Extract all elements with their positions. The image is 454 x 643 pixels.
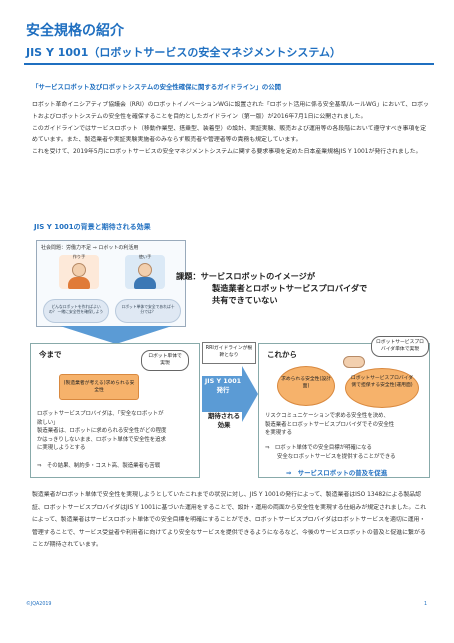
before-line: ロボットサービスプロバイダは、「安全なロボットが — [37, 411, 164, 417]
section-heading: JIS Y 1001の背景と期待される効果 — [34, 223, 151, 231]
after-result-line: ⇒ ロボット単体での安全目標が明確になる — [265, 445, 372, 451]
maker-label: 作り手 — [72, 254, 86, 259]
issue-line: 製造業者とロボットサービスプロバイダで — [212, 283, 368, 293]
user-face-icon — [138, 263, 152, 277]
title-divider — [24, 63, 434, 65]
after-box: これから ロボットサービスプロバイダ単体で実現 求められる安全性(設計面) ロボ… — [258, 336, 430, 478]
expected-line: 効果 — [217, 421, 231, 429]
after-title: これから — [267, 350, 297, 359]
after-description: リスクコミュニケーションで求める安全性を決め、 製造業者とロボットサービスプロバ… — [265, 412, 427, 438]
before-title: 今まで — [39, 350, 62, 359]
jis-issued-line: 発行 — [216, 386, 230, 394]
intro-text: ロボット革命イニシアティブ協議会（RRI）のロボットイノベーションWGに設置され… — [32, 100, 430, 159]
before-description: ロボットサービスプロバイダは、「安全なロボットが 欲しい」 製造業者は、ロボット… — [37, 410, 197, 453]
after-result-line: 安全なロボットサービスを提供することができる — [277, 453, 396, 460]
down-arrow-icon — [60, 326, 172, 344]
page-subtitle: JIS Y 1001（ロボットサービスの安全マネジメントシステム） — [26, 46, 342, 59]
user-figure: 使い手 — [125, 254, 165, 289]
footer-copyright: ©JQA2019 — [26, 602, 52, 607]
expected-effect-label: 期待される 効果 — [204, 412, 244, 430]
issue-line: 共有できていない — [212, 295, 278, 305]
user-thought-bubble: ロボット単体で安全であれば十分では？ — [115, 299, 181, 323]
after-result: ⇒ ロボット単体での安全目標が明確になる 安全なロボットサービスを提供することが… — [265, 444, 427, 461]
user-body-icon — [134, 277, 156, 289]
intro-paragraph: このガイドラインではサービスロボット（移動作業型、搭乗型、装着型）の設計、実証実… — [32, 125, 427, 144]
right-arrow-icon — [242, 366, 258, 422]
maker-figure: 作り手 — [59, 254, 99, 289]
after-bubble: ロボットサービスプロバイダ単体で実現 — [371, 336, 429, 357]
handshake-icon — [343, 356, 365, 368]
after-line: を実現する — [265, 430, 292, 437]
expected-line: 期待される — [208, 412, 240, 420]
maker-face-icon — [72, 263, 86, 277]
before-safety-box: (製造業者が考える)求められる安全性 — [59, 374, 139, 400]
page-number: 1 — [424, 602, 428, 607]
before-line: に実現しようとする — [37, 445, 86, 452]
page-title: 安全規格の紹介 — [26, 23, 124, 39]
jis-issued-label: JIS Y 1001 発行 — [204, 377, 242, 395]
before-line: かはっきりしないまま、ロボット単体で安全性を追求 — [37, 436, 166, 443]
before-line: 欲しい」 — [37, 419, 59, 426]
issue-statement: 課題：サービスロボットのイメージが 製造業者とロボットサービスプロバイダで 共有… — [176, 270, 367, 306]
after-operation-safety: ロボットサービスプロバイダ側で担保する安全性(運用面) — [345, 368, 419, 408]
before-consequence: ⇒ その結果、制約多・コスト高、製造業者も苦戦 — [37, 463, 161, 469]
intro-paragraph: これを受けて、2019年5月にロボットサービスの安全マネジメントシステムに関する… — [32, 149, 422, 156]
maker-thought-bubble: どんなロボットを作ればよいの？ 一緒に安全性を確保しよう — [43, 299, 109, 323]
before-line: 製造業者は、ロボットに求められる安全性がどの程度 — [37, 428, 167, 435]
user-label: 使い手 — [138, 254, 152, 259]
background-illustration: 社会問題：労働力不足 ⇒ ロボットの利活用 作り手 使い手 どんなロボットを作れ… — [36, 240, 186, 327]
illustration-caption: 社会問題：労働力不足 ⇒ ロボットの利活用 — [41, 245, 139, 251]
arrow-shaft-icon — [202, 376, 242, 412]
jis-issued-line: JIS Y 1001 — [204, 377, 242, 385]
before-box: 今まで ロボット単体で実現 (製造業者が考える)求められる安全性 ロボットサービ… — [30, 343, 200, 478]
issue-line: 課題：サービスロボットのイメージが — [176, 271, 316, 281]
summary-paragraph: 製造業者がロボット単体で安全性を実現しようとしていたこれまでの状況に対し、JIS… — [32, 492, 427, 549]
intro-paragraph: ロボット革命イニシアティブ協議会（RRI）のロボットイノベーションWGに設置され… — [32, 102, 429, 120]
after-design-safety: 求められる安全性(設計面) — [277, 366, 335, 406]
before-bubble: ロボット単体で実現 — [141, 350, 189, 371]
after-line: リスクコミュニケーションで求める安全性を決め、 — [265, 413, 389, 419]
maker-body-icon — [68, 277, 90, 289]
after-line: 製造業者とロボットサービスプロバイダでその安全性 — [265, 421, 395, 428]
guideline-heading: 「サービスロボット及びロボットシステムの安全性確保に関するガイドライン」の公開 — [32, 83, 282, 91]
guideline-basis-box: RRIガイドラインが根幹となり — [202, 342, 256, 364]
promote-message: ⇒ サービスロボットの普及を促進 — [286, 469, 388, 477]
